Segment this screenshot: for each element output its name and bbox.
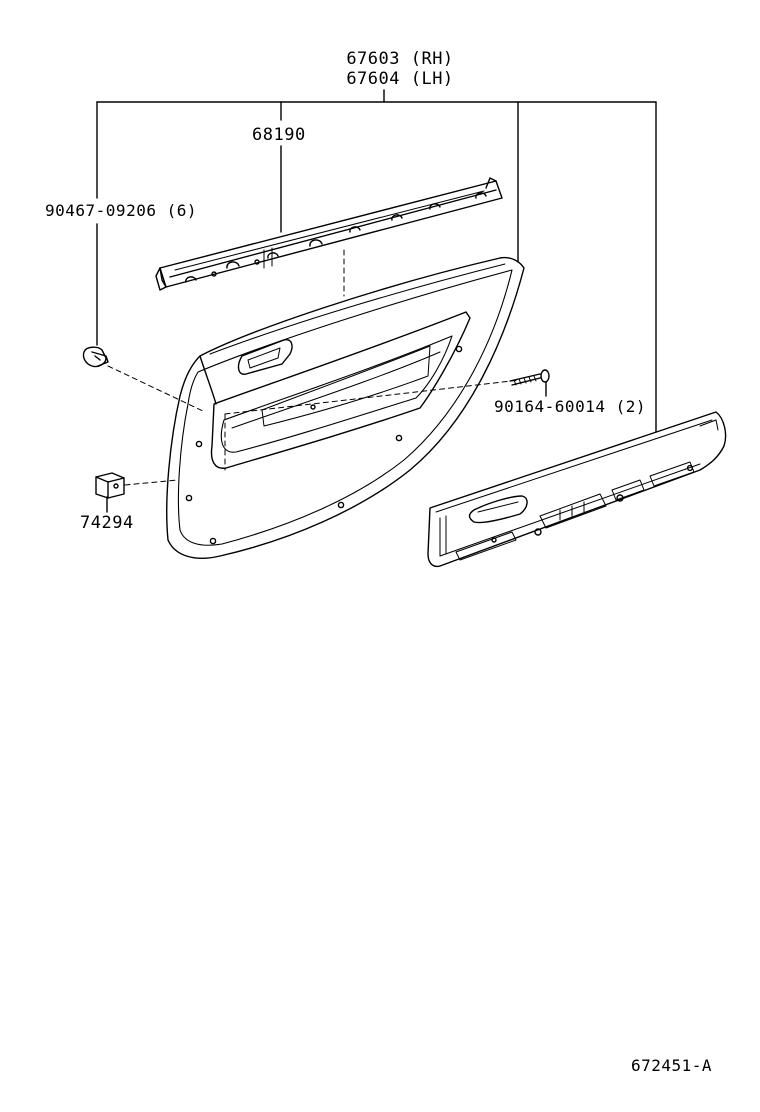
clip-label: 90467-09206 (6) <box>45 201 197 220</box>
retainer-part <box>95 472 125 499</box>
door-trim-board-part <box>166 256 525 559</box>
diagram-id-label: 672451-A <box>631 1056 713 1075</box>
assembly-dashed-lines <box>107 249 521 486</box>
screw-part <box>509 369 550 386</box>
lower-panel-part <box>427 411 727 568</box>
screw-label: 90164-60014 (2) <box>494 397 646 416</box>
weatherstrip-label: 68190 <box>252 125 306 145</box>
assembly-rh-label: 67603 (RH) <box>346 49 454 69</box>
assembly-leader-bracket <box>96 89 657 433</box>
retainer-label: 74294 <box>80 513 134 533</box>
weatherstrip-part <box>155 177 503 291</box>
clip-part <box>82 346 109 368</box>
assembly-lh-label: 67604 (LH) <box>346 69 454 89</box>
